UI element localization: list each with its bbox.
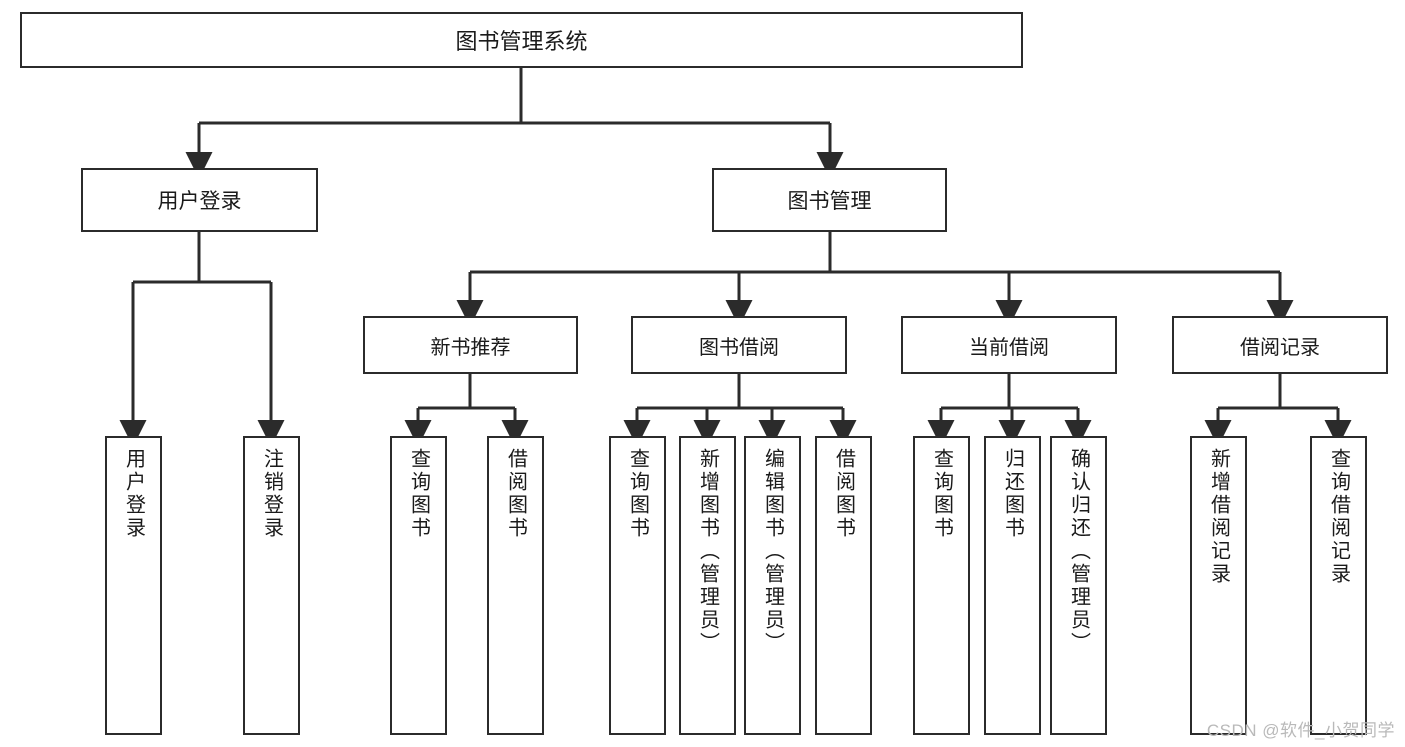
- node-borrow-record-label: 借阅记录: [1240, 336, 1320, 359]
- node-leaf-add-record-label: 新增借阅记录: [1207, 448, 1230, 586]
- node-leaf-user-login-label: 用户登录: [122, 448, 145, 540]
- node-leaf-borrow-book-2[interactable]: 借阅图书: [815, 436, 872, 735]
- node-leaf-borrow-book-1[interactable]: 借阅图书: [487, 436, 544, 735]
- node-leaf-query-book-1[interactable]: 查询图书: [390, 436, 447, 735]
- node-leaf-edit-book[interactable]: 编辑图书（管理员）: [744, 436, 801, 735]
- node-leaf-borrow-book-2-label: 借阅图书: [832, 448, 855, 540]
- node-new-book-recommend-label: 新书推荐: [430, 336, 511, 359]
- node-user-login-label: 用户登录: [157, 190, 242, 213]
- node-leaf-query-book-2[interactable]: 查询图书: [609, 436, 666, 735]
- node-current-borrow[interactable]: 当前借阅: [901, 316, 1117, 374]
- watermark: CSDN @软件_小贺同学: [1206, 721, 1395, 740]
- node-leaf-add-book-label: 新增图书（管理员）: [696, 448, 719, 655]
- node-leaf-confirm-return[interactable]: 确认归还（管理员）: [1050, 436, 1107, 735]
- node-leaf-query-book-3[interactable]: 查询图书: [913, 436, 970, 735]
- node-leaf-confirm-return-label: 确认归还（管理员）: [1067, 448, 1090, 655]
- node-current-borrow-label: 当前借阅: [969, 336, 1049, 359]
- node-leaf-return-book[interactable]: 归还图书: [984, 436, 1041, 735]
- node-leaf-query-book-2-label: 查询图书: [626, 448, 649, 540]
- node-book-borrow[interactable]: 图书借阅: [631, 316, 847, 374]
- node-leaf-user-login[interactable]: 用户登录: [105, 436, 162, 735]
- node-leaf-query-book-3-label: 查询图书: [930, 448, 953, 540]
- node-book-manage-label: 图书管理: [787, 190, 872, 213]
- node-leaf-logout[interactable]: 注销登录: [243, 436, 300, 735]
- node-user-login[interactable]: 用户登录: [81, 168, 318, 232]
- node-new-book-recommend[interactable]: 新书推荐: [363, 316, 578, 374]
- node-leaf-query-book-1-label: 查询图书: [407, 448, 430, 540]
- node-root[interactable]: 图书管理系统: [20, 12, 1023, 68]
- node-leaf-edit-book-label: 编辑图书（管理员）: [761, 448, 784, 655]
- node-borrow-record[interactable]: 借阅记录: [1172, 316, 1388, 374]
- node-book-borrow-label: 图书借阅: [699, 336, 779, 359]
- node-leaf-add-record[interactable]: 新增借阅记录: [1190, 436, 1247, 735]
- node-leaf-add-book[interactable]: 新增图书（管理员）: [679, 436, 736, 735]
- node-root-label: 图书管理系统: [455, 29, 588, 54]
- node-leaf-query-record-label: 查询借阅记录: [1327, 448, 1350, 586]
- node-leaf-return-book-label: 归还图书: [1001, 448, 1024, 540]
- node-book-manage[interactable]: 图书管理: [712, 168, 947, 232]
- node-leaf-query-record[interactable]: 查询借阅记录: [1310, 436, 1367, 735]
- node-leaf-logout-label: 注销登录: [260, 448, 283, 540]
- node-leaf-borrow-book-1-label: 借阅图书: [504, 448, 527, 540]
